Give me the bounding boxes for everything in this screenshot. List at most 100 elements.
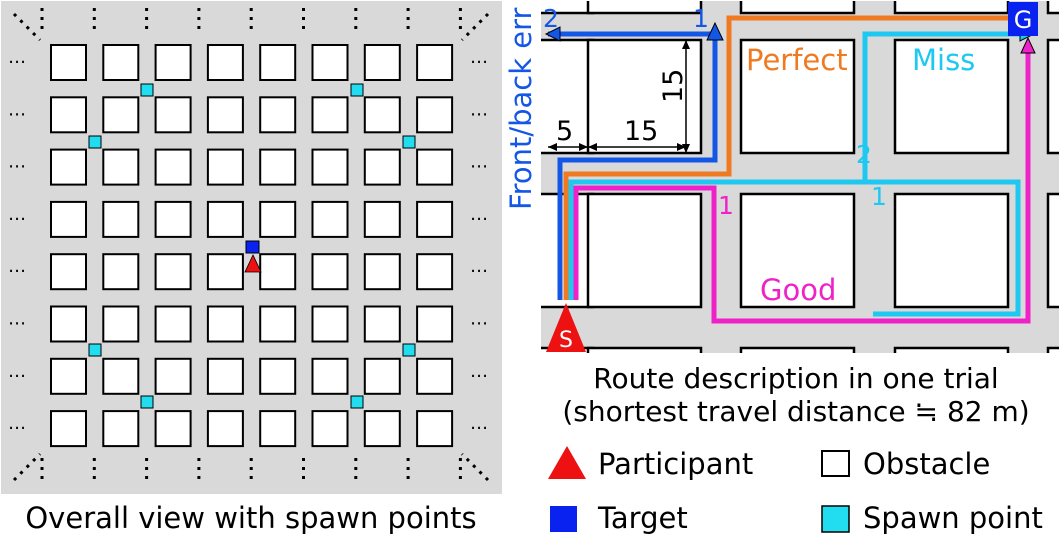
obstacle — [102, 305, 140, 343]
obstacle — [311, 253, 349, 291]
route-obstacle — [586, 38, 703, 155]
perfect-route — [563, 15, 1022, 300]
route-obstacle — [739, 1, 856, 15]
overall-map-panel: ⋯⋯⋯⋯⋯⋯⋯⋯⋯⋯⋯⋯⋯⋯⋯⋯ — [1, 1, 502, 494]
front-back-error-label: Front/back err — [504, 7, 538, 210]
obstacle — [102, 96, 140, 134]
legend: Participant Obstacle Target Spawn point — [548, 446, 1043, 535]
obstacle-grid — [50, 44, 454, 448]
continuation-dots: ⋯⋯⋯⋯⋯⋯⋯⋯⋯⋯⋯⋯⋯⋯⋯⋯ — [8, 8, 490, 482]
spawn-point-marker — [88, 343, 102, 357]
ellipsis-right: ⋯ — [470, 418, 488, 439]
route-obstacle — [586, 192, 703, 309]
obstacle — [50, 96, 87, 134]
obstacle — [102, 357, 140, 395]
obstacle — [154, 410, 192, 448]
obstacle — [259, 96, 297, 134]
front-back-marker-1: 1 — [693, 4, 709, 33]
obstacle — [50, 410, 87, 448]
obstacle — [416, 305, 454, 343]
ellipsis-left: ⋯ — [8, 104, 26, 125]
obstacle — [154, 44, 192, 81]
ellipsis-left: ⋯ — [8, 313, 26, 334]
obstacle — [416, 44, 454, 81]
obstacle — [206, 96, 244, 134]
obstacle — [206, 253, 244, 291]
obstacle — [259, 253, 297, 291]
legend-spawn-point-icon — [821, 505, 850, 533]
ellipsis-right: ⋯ — [470, 156, 488, 177]
route-obstacles — [541, 1, 1059, 353]
dimension-gap-label: 5 — [556, 116, 573, 147]
route-caption-line1: Route description in one trial — [593, 362, 998, 395]
good-marker-1: 1 — [718, 191, 734, 220]
route-panel: G S Perfect Miss Good 2 1 1 2 1 Front/ba… — [504, 1, 1059, 353]
left-caption: Overall view with spawn points — [25, 501, 476, 535]
diagonal-continuation — [460, 452, 490, 482]
diagonal-continuation — [12, 12, 42, 42]
route-obstacle — [541, 1, 595, 15]
perfect-label: Perfect — [746, 43, 848, 77]
obstacle — [206, 305, 244, 343]
obstacle — [102, 148, 140, 186]
obstacle — [50, 44, 87, 81]
ellipsis-left: ⋯ — [8, 208, 26, 229]
obstacle — [259, 410, 297, 448]
good-label: Good — [760, 273, 836, 307]
legend-participant-icon — [548, 446, 586, 479]
legend-obstacle-label: Obstacle — [863, 447, 990, 481]
spawn-point-marker — [350, 83, 364, 97]
obstacle — [416, 253, 454, 291]
spawn-point-marker — [140, 395, 154, 409]
obstacle — [416, 148, 454, 186]
obstacle — [363, 44, 401, 81]
obstacle — [206, 410, 244, 448]
route-obstacle — [586, 346, 703, 353]
legend-target-label: Target — [597, 501, 688, 535]
route-obstacle — [893, 1, 1010, 15]
route-obstacle — [739, 38, 856, 155]
front-back-error-arrow-head — [544, 26, 561, 42]
spawn-point-marker — [402, 343, 416, 357]
obstacle — [259, 305, 297, 343]
route-obstacle — [1046, 1, 1059, 15]
obstacle — [102, 253, 140, 291]
obstacle — [50, 305, 87, 343]
obstacle — [259, 44, 297, 81]
obstacle — [154, 253, 192, 291]
obstacle — [363, 410, 401, 448]
route-obstacle — [1046, 346, 1059, 353]
spawn-point-marker — [402, 135, 416, 149]
obstacle — [311, 305, 349, 343]
obstacle — [206, 148, 244, 186]
route-obstacle — [893, 38, 1010, 155]
diagonal-continuation — [12, 452, 42, 482]
obstacle — [259, 200, 297, 238]
obstacle — [416, 200, 454, 238]
route-obstacle — [739, 346, 856, 353]
obstacle — [311, 410, 349, 448]
spawn-point-marker — [88, 135, 102, 149]
legend-target-icon — [550, 506, 577, 532]
good-arrow-head — [1020, 36, 1036, 54]
obstacle — [206, 357, 244, 395]
obstacle — [154, 305, 192, 343]
miss-label: Miss — [912, 43, 975, 77]
ellipsis-right: ⋯ — [470, 313, 488, 334]
ellipsis-right: ⋯ — [470, 365, 488, 386]
ellipsis-right: ⋯ — [470, 261, 488, 282]
diagonal-continuation — [460, 12, 490, 42]
front-back-error-route — [548, 31, 718, 300]
route-obstacle — [1046, 38, 1059, 155]
obstacle — [311, 44, 349, 81]
good-route — [573, 46, 1031, 324]
obstacle — [154, 96, 192, 134]
obstacle — [50, 200, 87, 238]
obstacle — [363, 305, 401, 343]
obstacle — [416, 410, 454, 448]
obstacle — [311, 357, 349, 395]
start-label: S — [559, 328, 573, 353]
obstacle — [50, 357, 87, 395]
ellipsis-right: ⋯ — [470, 52, 488, 73]
